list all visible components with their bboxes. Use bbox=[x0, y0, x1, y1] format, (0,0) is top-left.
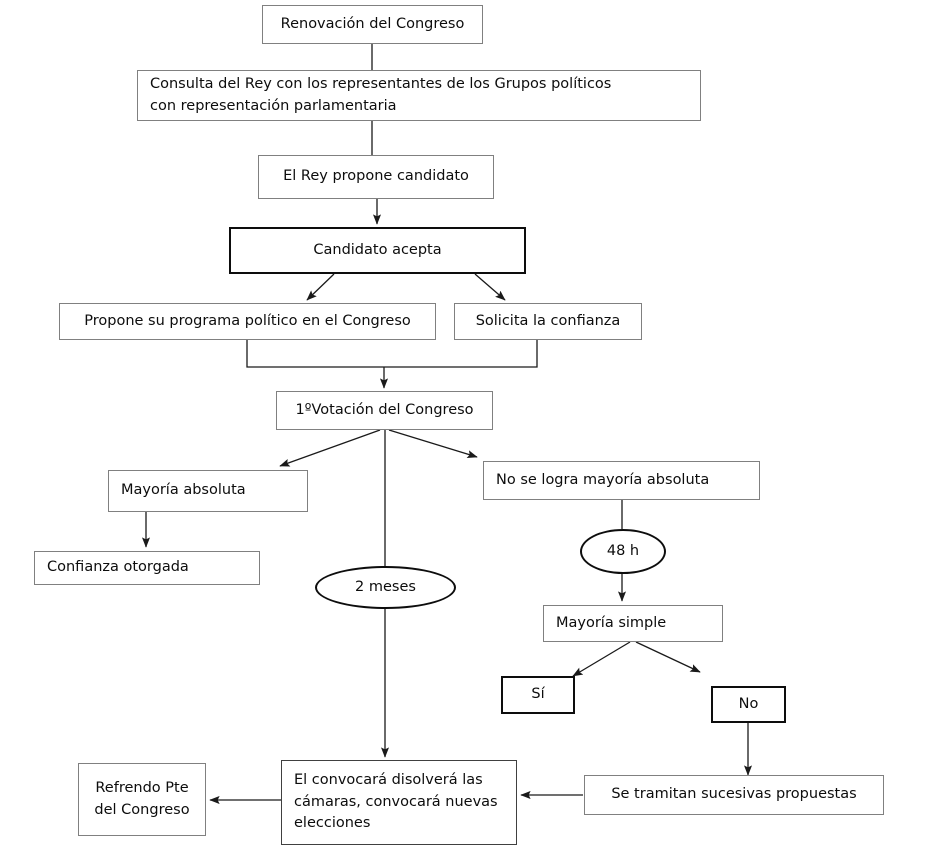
node-propone-label: El Rey propone candidato bbox=[283, 168, 469, 185]
node-mayoria-absoluta[interactable]: Mayoría absoluta bbox=[108, 470, 308, 512]
node-convocara-label: El convocará disolverá las cámaras, conv… bbox=[294, 772, 498, 832]
node-propone[interactable]: El Rey propone candidato bbox=[258, 155, 494, 199]
edge-acepta-programa bbox=[306, 273, 335, 301]
node-mayoria-simple[interactable]: Mayoría simple bbox=[543, 605, 723, 642]
edge-confianza-votacion bbox=[384, 340, 538, 368]
node-no-label: No bbox=[738, 695, 759, 712]
edge-votacion-no-mayoria bbox=[388, 429, 478, 459]
node-si-label: Sí bbox=[531, 686, 545, 703]
edge-acepta-confianza bbox=[474, 273, 506, 301]
node-votacion-label: 1ºVotación del Congreso bbox=[295, 401, 474, 418]
node-convocara[interactable]: El convocará disolverá las cámaras, conv… bbox=[281, 760, 517, 845]
node-renovacion-label: Renovación del Congreso bbox=[280, 15, 465, 32]
edge-mayoria-simple-no bbox=[635, 641, 701, 673]
node-consulta-label: Consulta del Rey con los representantes … bbox=[150, 76, 612, 114]
node-renovacion[interactable]: Renovación del Congreso bbox=[262, 5, 483, 44]
node-confianza-otorgada[interactable]: Confianza otorgada bbox=[34, 551, 260, 585]
node-tramitan[interactable]: Se tramitan sucesivas propuestas bbox=[584, 775, 884, 815]
node-mayoria-simple-label: Mayoría simple bbox=[556, 614, 667, 631]
node-no-mayoria[interactable]: No se logra mayoría absoluta bbox=[483, 461, 760, 500]
node-votacion[interactable]: 1ºVotación del Congreso bbox=[276, 391, 493, 430]
node-acepta-label: Candidato acepta bbox=[313, 241, 442, 258]
node-dos-meses[interactable]: 2 meses bbox=[315, 566, 456, 609]
node-refrendo-label: Refrendo Pte del Congreso bbox=[94, 780, 190, 818]
node-48h[interactable]: 48 h bbox=[580, 529, 666, 574]
edge-programa-votacion bbox=[246, 340, 384, 368]
node-no-mayoria-label: No se logra mayoría absoluta bbox=[496, 471, 710, 488]
node-tramitan-label: Se tramitan sucesivas propuestas bbox=[611, 786, 857, 803]
node-no[interactable]: No bbox=[711, 686, 786, 723]
node-refrendo[interactable]: Refrendo Pte del Congreso bbox=[78, 763, 206, 836]
node-si[interactable]: Sí bbox=[501, 676, 575, 714]
node-confianza[interactable]: Solicita la confianza bbox=[454, 303, 642, 340]
node-confianza-otorgada-label: Confianza otorgada bbox=[47, 559, 189, 576]
node-dos-meses-label: 2 meses bbox=[355, 578, 416, 595]
node-48h-label: 48 h bbox=[606, 542, 640, 559]
edge-votacion-mayoria-absoluta bbox=[279, 429, 381, 467]
node-mayoria-absoluta-label: Mayoría absoluta bbox=[121, 482, 246, 499]
node-consulta[interactable]: Consulta del Rey con los representantes … bbox=[137, 70, 701, 121]
node-confianza-label: Solicita la confianza bbox=[475, 312, 621, 329]
node-programa[interactable]: Propone su programa político en el Congr… bbox=[59, 303, 436, 340]
node-acepta[interactable]: Candidato acepta bbox=[229, 227, 526, 274]
edge-mayoria-simple-si bbox=[572, 641, 631, 677]
node-programa-label: Propone su programa político en el Congr… bbox=[84, 312, 411, 329]
